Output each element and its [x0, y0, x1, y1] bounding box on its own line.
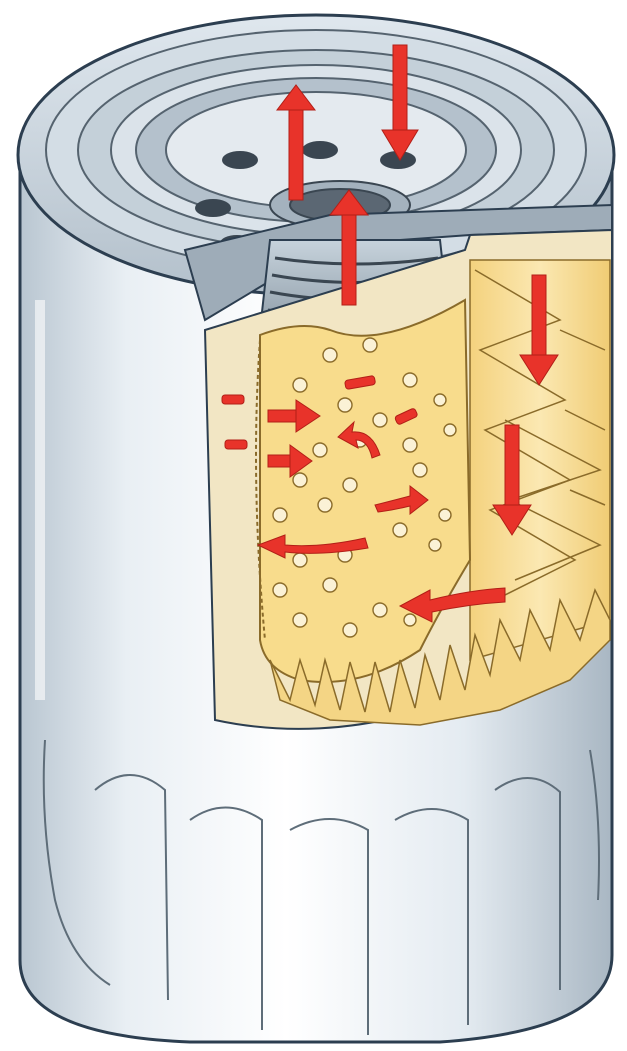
cutaway-section — [185, 205, 612, 729]
